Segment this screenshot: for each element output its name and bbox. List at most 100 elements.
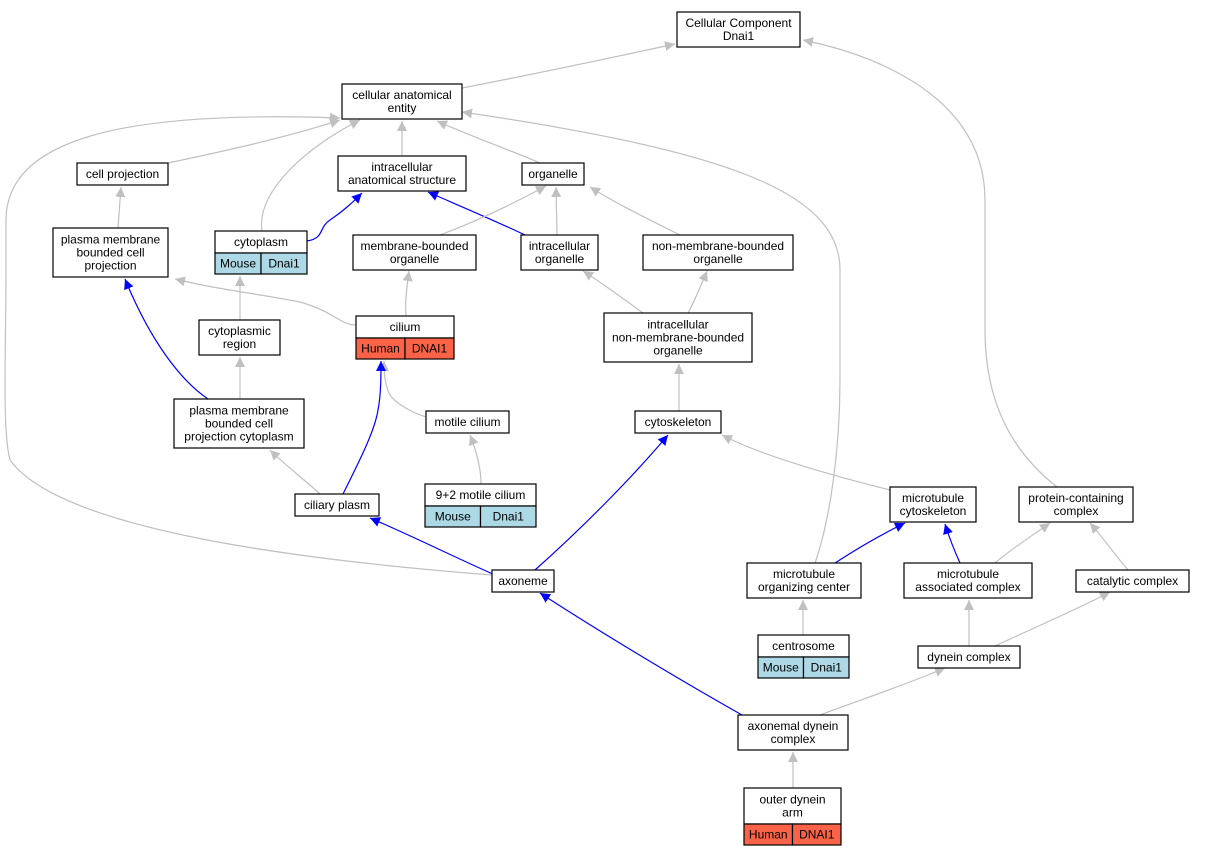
node-label-line: bounded cell: [205, 417, 273, 431]
edge-microtubule-cytoskeleton-to-cytoskeleton: [721, 434, 891, 491]
node-axoneme[interactable]: axoneme: [491, 569, 555, 593]
node-label-line: membrane-bounded: [360, 239, 468, 253]
edge-microtubule-associated-complex-to-microtubule-cytoskeleton: [943, 523, 961, 564]
node-label-line: microtubule: [902, 491, 964, 505]
node-motile-cilium[interactable]: motile cilium: [425, 410, 510, 434]
species-tag: Human: [361, 342, 400, 356]
node-box: [1075, 569, 1190, 593]
node-box: [198, 319, 281, 356]
node-box: [294, 493, 380, 517]
species-tag-cell: [404, 337, 455, 360]
edge-ciliary-plasm-to-cilium: [342, 360, 386, 495]
node-label-line: cytoskeleton: [900, 504, 967, 518]
node-label-line: organelle: [535, 252, 585, 266]
edge-dynein-complex-to-catalytic-complex: [994, 591, 1111, 647]
node-label-line: non-membrane-bounded: [612, 331, 744, 345]
node-catalytic-complex[interactable]: catalytic complex: [1075, 569, 1190, 593]
edge-plasma-membrane-bounded-cell-projection-to-cell-projection: [115, 186, 126, 229]
node-ciliary-plasm[interactable]: ciliary plasm: [294, 493, 380, 517]
species-tag: Mouse: [763, 661, 799, 675]
edge-axonemal-dynein-complex-to-dynein-complex: [819, 667, 946, 716]
node-label-line: complex: [1054, 504, 1099, 518]
node-label-line: projection: [84, 259, 136, 273]
node-box: [746, 562, 862, 599]
node-box: [520, 234, 599, 271]
node-intracellular-non-membrane-bounded-organelle[interactable]: intracellularnon-membrane-boundedorganel…: [603, 312, 753, 363]
edge-intracellular-non-membrane-bounded-organelle-to-non-membrane-bounded-organelle: [687, 270, 708, 314]
edge-cilium-to-membrane-bounded-organelle: [402, 270, 413, 317]
node-label-line: intracellular: [529, 239, 590, 253]
node-label-line: organizing center: [758, 580, 850, 594]
node-organelle[interactable]: organelle: [521, 162, 585, 186]
edge-microtubule-organizing-center-to-microtubule-cytoskeleton: [834, 522, 906, 564]
edge-non-membrane-bounded-organelle-to-organelle: [589, 186, 681, 236]
edge-cilium-to-plasma-membrane-bounded-cell-projection: [174, 276, 357, 326]
node-label-line: organelle: [693, 252, 743, 266]
edge-intracellular-organelle-to-intracellular-anatomical-structure: [427, 191, 526, 236]
edge-cell-projection-to-cellular-anatomical-entity: [167, 118, 341, 164]
node-cytoskeleton[interactable]: cytoskeleton: [634, 410, 722, 434]
node-box: [52, 227, 169, 278]
node-box: [491, 569, 555, 593]
edge-microtubule-associated-complex-to-protein-containing-complex: [994, 522, 1051, 564]
edge-protein-containing-complex-to-cellular-component: [802, 37, 1058, 488]
node-label-line: cytoskeleton: [645, 415, 712, 429]
node-label-line: outer dynein: [759, 793, 825, 807]
node-label-line: cilium: [390, 320, 421, 334]
species-tag-cell: [802, 656, 850, 679]
edge-intracellular-organelle-to-organelle: [551, 186, 562, 236]
node-cell-projection[interactable]: cell projection: [76, 162, 169, 186]
edge-axonemal-dynein-complex-to-axoneme: [539, 592, 743, 716]
node-label-line: plasma membrane: [189, 404, 289, 418]
node-label-line: cytoplasmic: [208, 324, 271, 338]
species-tag: Human: [749, 828, 788, 842]
node-label-line: arm: [782, 806, 803, 820]
node-label-line: projection cytoplasm: [184, 430, 293, 444]
node-label-line: cytoplasm: [234, 235, 288, 249]
node-label-line: anatomical structure: [348, 173, 456, 187]
node-label-line: dynein complex: [927, 650, 1010, 664]
node-label-line: motile cilium: [434, 415, 500, 429]
node-box: [337, 155, 467, 192]
edge-ciliary-plasm-to-plasma-membrane-bounded-cell-projection-cytoplasm: [269, 449, 321, 495]
node-box: [76, 162, 169, 186]
node-label-line: associated complex: [915, 580, 1020, 594]
node-label-line: microtubule: [773, 567, 835, 581]
node-dynein-complex[interactable]: dynein complex: [917, 645, 1021, 669]
edge-microtubule-organizing-center-to-cellular-anatomical-entity: [461, 108, 841, 564]
node-label-line: cellular anatomical: [352, 88, 451, 102]
node-box: [1018, 486, 1134, 523]
edge-cytoplasm-to-intracellular-anatomical-structure: [306, 192, 363, 242]
node-label-line: intracellular: [371, 160, 432, 174]
node-box: [352, 234, 477, 271]
node-label-line: microtubule: [937, 567, 999, 581]
node-box: [642, 234, 794, 271]
node-label-line: non-membrane-bounded: [652, 239, 784, 253]
node-label-line: cell projection: [86, 167, 159, 181]
node-label-line: catalytic complex: [1087, 574, 1178, 588]
node-label-line: entity: [388, 101, 417, 115]
node-box: [173, 398, 305, 449]
node-box: [889, 486, 977, 523]
node-box: [603, 312, 753, 363]
